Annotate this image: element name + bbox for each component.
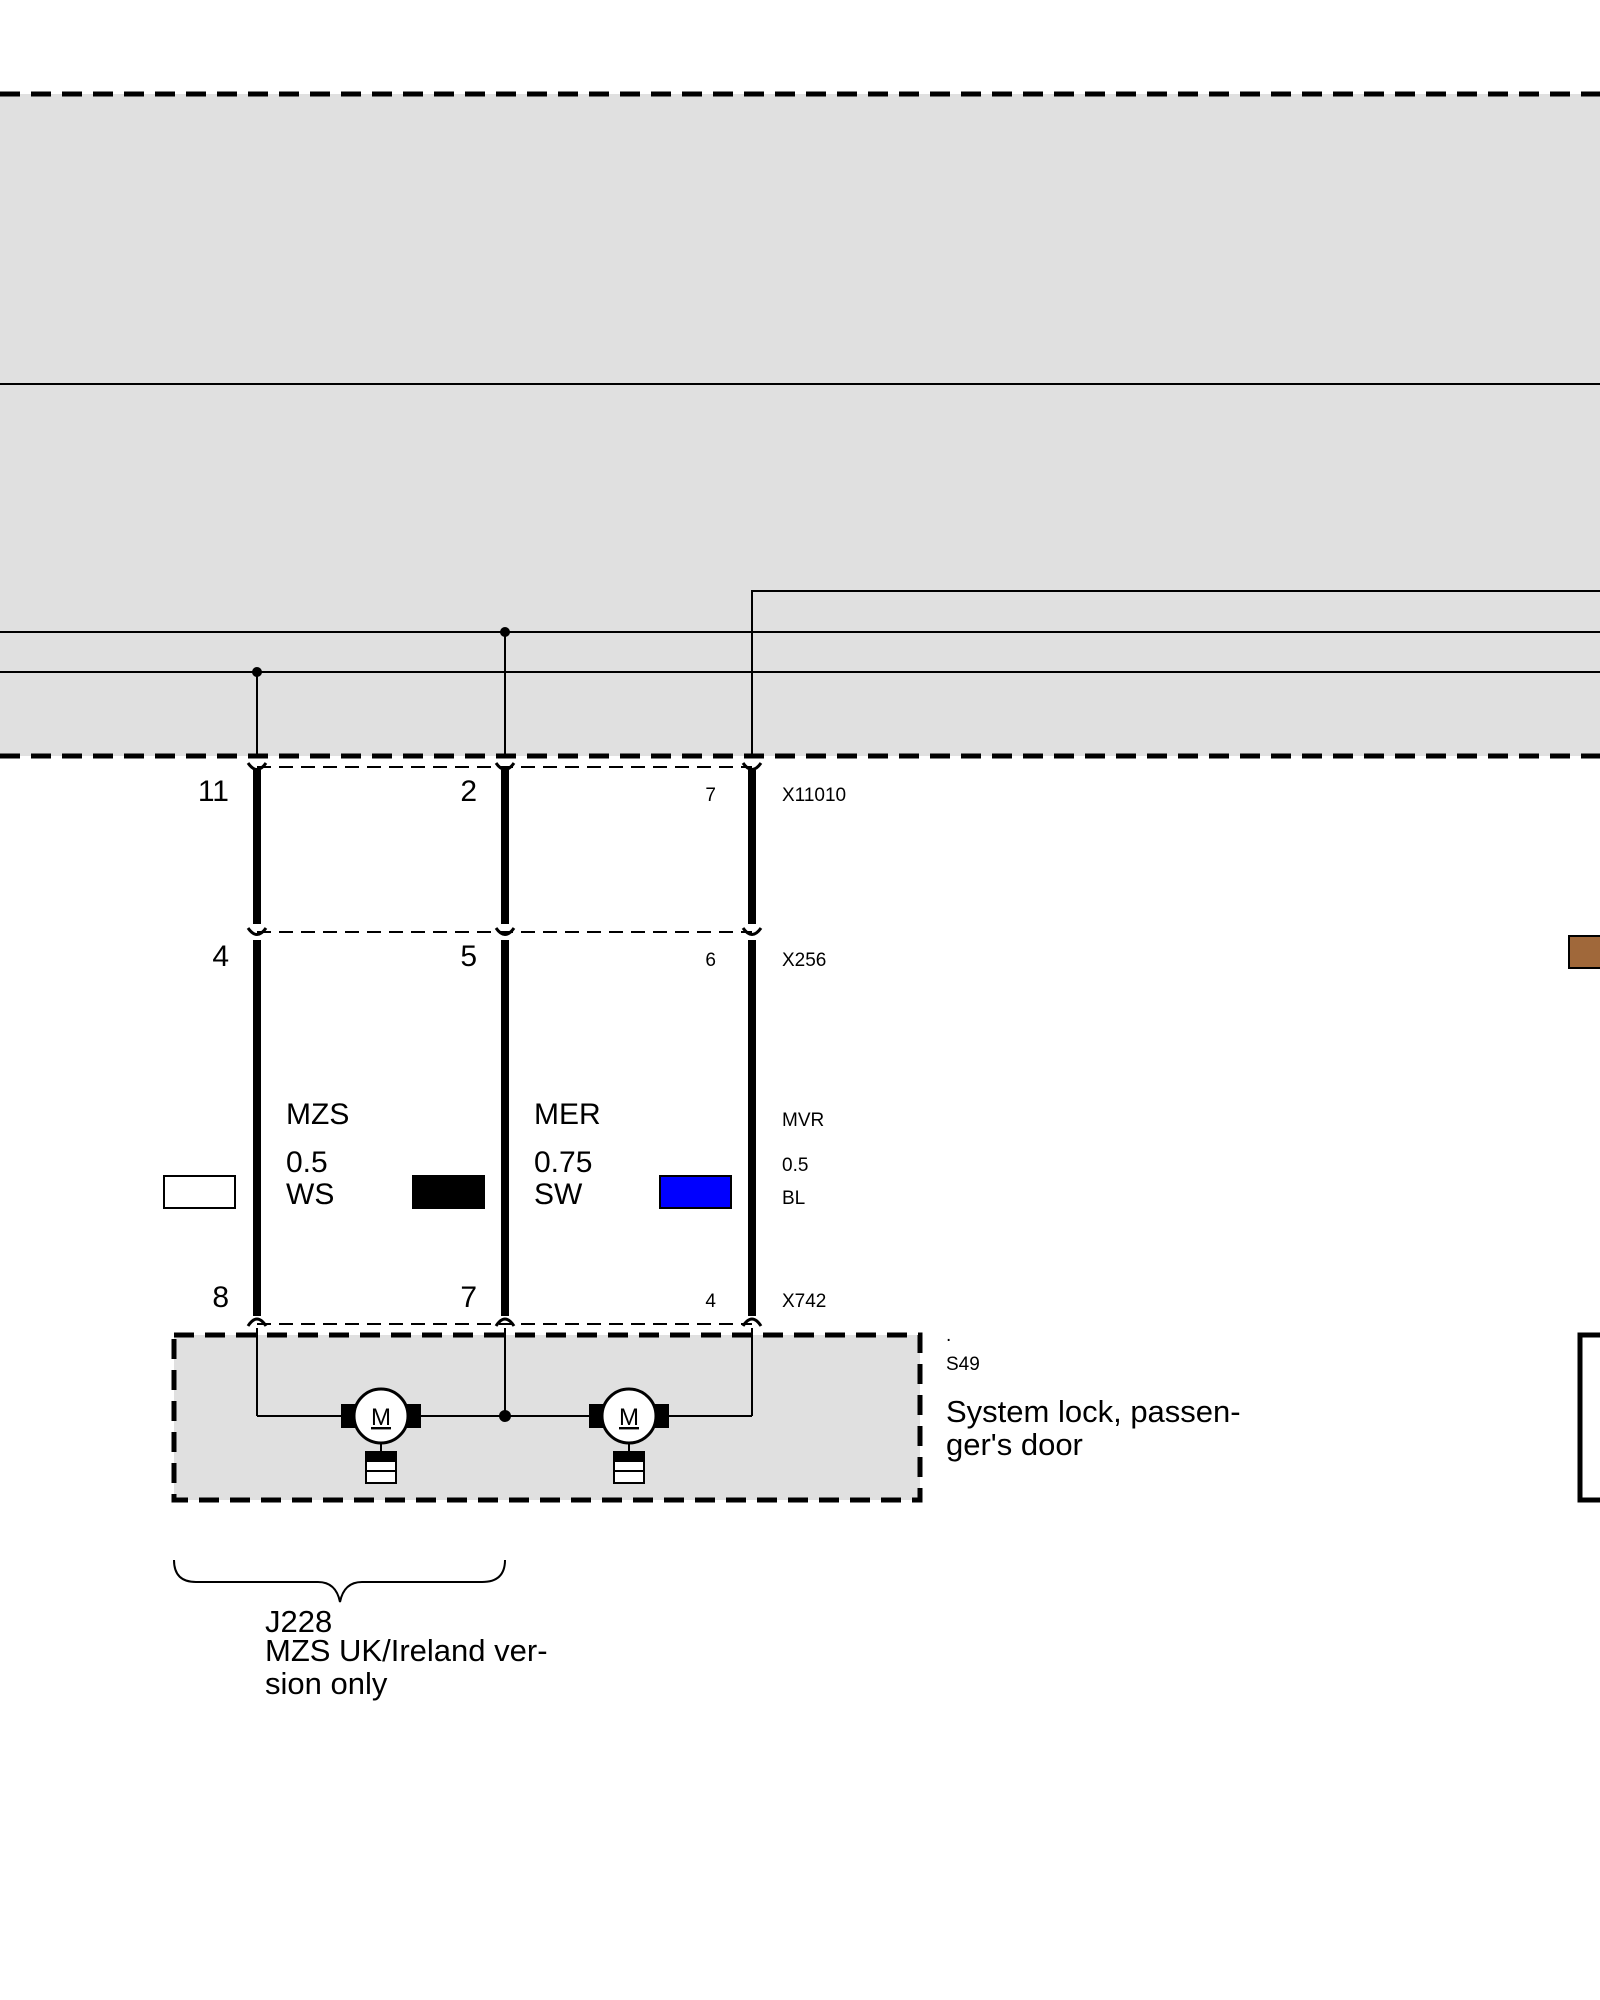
note-line2: sion only bbox=[265, 1666, 388, 1701]
wire-mvr-size: 0.5 bbox=[782, 1155, 808, 1176]
pin-x742-mzs: 8 bbox=[212, 1281, 229, 1314]
variant-brace bbox=[173, 1559, 506, 1603]
pin-x742-mvr: 4 bbox=[705, 1291, 716, 1312]
wire-mzs-color: WS bbox=[286, 1178, 334, 1211]
junction-dot-mer bbox=[500, 627, 510, 637]
pin-x256-mzs: 4 bbox=[212, 940, 229, 973]
component-code: S49 bbox=[946, 1354, 980, 1375]
junction-dot-mzs bbox=[252, 667, 262, 677]
note-code: J228 bbox=[265, 1604, 332, 1639]
motor-1-label: M bbox=[371, 1404, 391, 1431]
wire-mzs-size: 0.5 bbox=[286, 1146, 328, 1179]
system-lock-housing bbox=[171, 1332, 923, 1503]
wire-mzs-color-swatch bbox=[163, 1175, 236, 1209]
wire-mvr-color-swatch bbox=[659, 1175, 732, 1209]
pin-x11010-mer: 2 bbox=[460, 775, 477, 808]
wire-mvr-signal: MVR bbox=[782, 1110, 824, 1131]
wire-mer-size: 0.75 bbox=[534, 1146, 592, 1179]
connector-x11010-label: X11010 bbox=[782, 785, 846, 806]
pin-x742-mer: 7 bbox=[460, 1281, 477, 1314]
wire-mer-color-swatch bbox=[412, 1175, 485, 1209]
pin-x256-mer: 5 bbox=[460, 940, 477, 973]
component-marker-dot: . bbox=[946, 1325, 951, 1346]
wire-mvr-color: BL bbox=[782, 1188, 805, 1209]
component-name-line2: ger's door bbox=[946, 1427, 1083, 1462]
internal-line-mvr bbox=[751, 590, 1600, 756]
system-lock-component: M M bbox=[171, 1328, 923, 1503]
wire-mzs-signal: MZS bbox=[286, 1098, 349, 1131]
wire-mer-color: SW bbox=[534, 1178, 583, 1211]
wire-color-swatch-partial bbox=[1568, 935, 1600, 969]
control-unit-background bbox=[0, 94, 1600, 756]
motor-2-label: M bbox=[619, 1404, 639, 1431]
control-unit bbox=[0, 91, 1600, 759]
wire-mer-signal: MER bbox=[534, 1098, 601, 1131]
junction-dot-motors bbox=[499, 1410, 511, 1422]
note-line1: MZS UK/Ireland ver- bbox=[265, 1633, 548, 1668]
motor-2: M bbox=[589, 1387, 669, 1484]
pin-x11010-mvr: 7 bbox=[705, 785, 716, 806]
partial-component-box bbox=[1577, 1332, 1600, 1503]
pin-x256-mvr: 6 bbox=[705, 950, 716, 971]
pin-x11010-mzs: 11 bbox=[198, 775, 229, 808]
pin-terminals bbox=[246, 762, 763, 1327]
motor-1: M bbox=[341, 1387, 421, 1484]
connector-x742-label: X742 bbox=[782, 1291, 826, 1312]
component-name-line1: System lock, passen- bbox=[946, 1394, 1241, 1429]
connector-x256-label: X256 bbox=[782, 950, 826, 971]
